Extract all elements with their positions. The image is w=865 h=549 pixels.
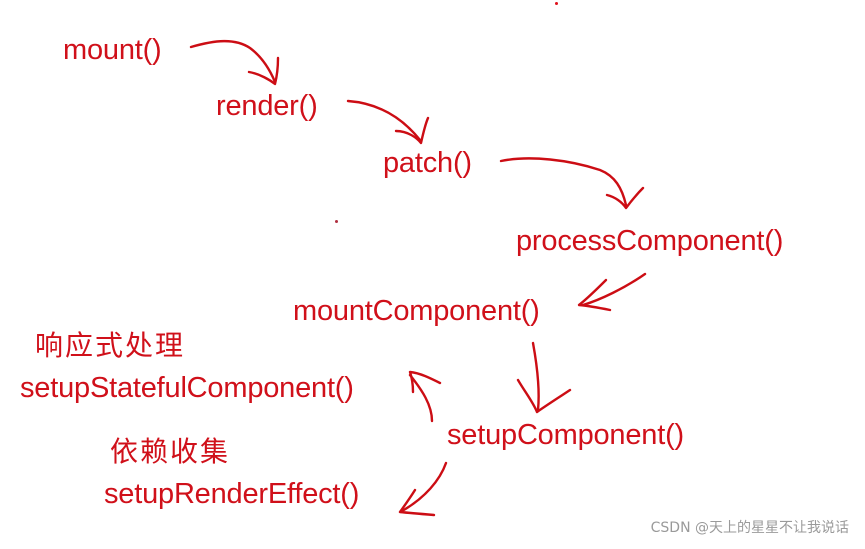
arrow-setupComponent-to-setupStatefulComponent <box>408 370 442 423</box>
note-dependency-collection: 依赖收集 <box>110 435 231 468</box>
arrow-render-to-patch <box>346 99 430 145</box>
node-mount: mount() <box>63 34 162 66</box>
node-processComponent: processComponent() <box>516 225 784 257</box>
node-setupRenderEffect: setupRenderEffect() <box>104 478 360 510</box>
watermark: CSDN @天上的星星不让我说话 <box>650 520 849 536</box>
node-patch: patch() <box>383 147 472 179</box>
stray-dot <box>555 2 558 5</box>
node-mountComponent: mountComponent() <box>293 295 540 327</box>
arrow-processComponent-to-mountComponent <box>577 272 647 312</box>
node-render: render() <box>216 90 318 122</box>
arrow-mountComponent-to-setupComponent <box>516 341 572 414</box>
arrow-patch-to-processComponent <box>499 157 645 210</box>
node-setupComponent: setupComponent() <box>447 419 684 451</box>
note-reactive-processing: 响应式处理 <box>35 329 186 362</box>
node-setupStatefulComponent: setupStatefulComponent() <box>20 372 354 404</box>
arrow-mount-to-render <box>189 39 280 86</box>
stray-dot <box>335 220 338 223</box>
arrow-setupComponent-to-setupRenderEffect <box>398 461 448 517</box>
